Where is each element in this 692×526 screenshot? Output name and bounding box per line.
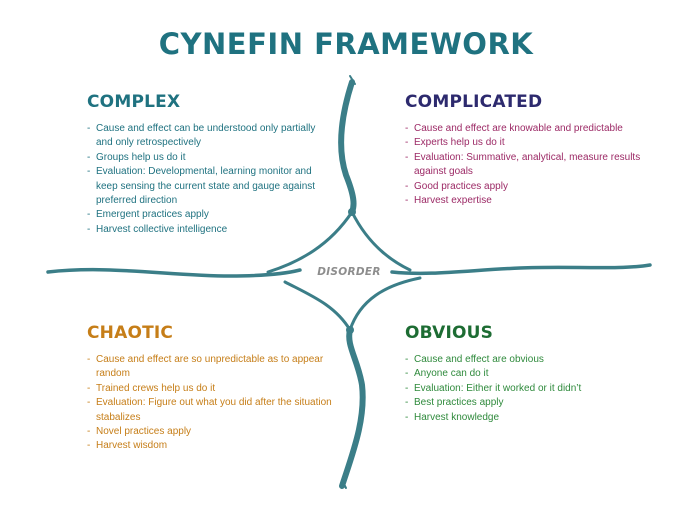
list-item: Experts help us do it (405, 136, 645, 151)
bottom-divider-stroke (339, 327, 366, 489)
left-divider-stroke (46, 267, 302, 278)
list-item: Groups help us do it (87, 151, 327, 166)
bottom-divider-accent (341, 479, 347, 489)
complex-list: Cause and effect can be understood only … (87, 122, 327, 238)
top-divider-accent (349, 75, 356, 85)
chaotic-heading: CHAOTIC (87, 323, 174, 343)
disorder-shape-top-left (266, 210, 354, 274)
list-item: Best practices apply (405, 396, 645, 411)
list-item: Evaluation: Either it worked or it didn’… (405, 382, 645, 397)
list-item: Evaluation: Developmental, learning moni… (87, 165, 327, 208)
disorder-shape-bottom-left (283, 280, 352, 332)
list-item: Trained crews help us do it (87, 382, 357, 397)
list-item: Anyone can do it (405, 367, 645, 382)
obvious-list: Cause and effect are obvious Anyone can … (405, 353, 645, 425)
list-item: Cause and effect are obvious (405, 353, 645, 368)
list-item: Harvest knowledge (405, 411, 645, 426)
page-title: CYNEFIN FRAMEWORK (158, 27, 534, 61)
right-divider-stroke (390, 263, 652, 276)
list-item: Harvest expertise (405, 194, 645, 209)
list-item: Cause and effect can be understood only … (87, 122, 327, 151)
disorder-label: DISORDER (317, 266, 381, 278)
list-item: Evaluation: Summative, analytical, measu… (405, 151, 645, 180)
obvious-heading: OBVIOUS (405, 323, 494, 343)
list-item: Good practices apply (405, 180, 645, 195)
complicated-heading: COMPLICATED (405, 92, 543, 112)
list-item: Emergent practices apply (87, 208, 327, 223)
disorder-shape-bottom-right (348, 276, 422, 332)
list-item: Cause and effect are so unpredictable as… (87, 353, 357, 382)
quadrant-complex: COMPLEX Cause and effect can be understo… (87, 92, 327, 238)
list-item: Evaluation: Figure out what you did afte… (87, 396, 357, 425)
top-node (348, 208, 356, 216)
chaotic-list: Cause and effect are so unpredictable as… (87, 353, 357, 454)
quadrant-chaotic: CHAOTIC Cause and effect are so unpredic… (87, 323, 357, 454)
complicated-list: Cause and effect are knowable and predic… (405, 122, 645, 209)
quadrant-obvious: OBVIOUS Cause and effect are obvious Any… (405, 323, 645, 425)
list-item: Cause and effect are knowable and predic… (405, 122, 645, 137)
complex-heading: COMPLEX (87, 92, 181, 112)
list-item: Harvest wisdom (87, 439, 357, 454)
bottom-node (346, 326, 354, 334)
list-item: Harvest collective intelligence (87, 223, 327, 238)
quadrant-complicated: COMPLICATED Cause and effect are knowabl… (405, 92, 645, 209)
disorder-shape-top-right (350, 210, 412, 272)
list-item: Novel practices apply (87, 425, 357, 440)
top-divider-stroke (338, 79, 357, 215)
